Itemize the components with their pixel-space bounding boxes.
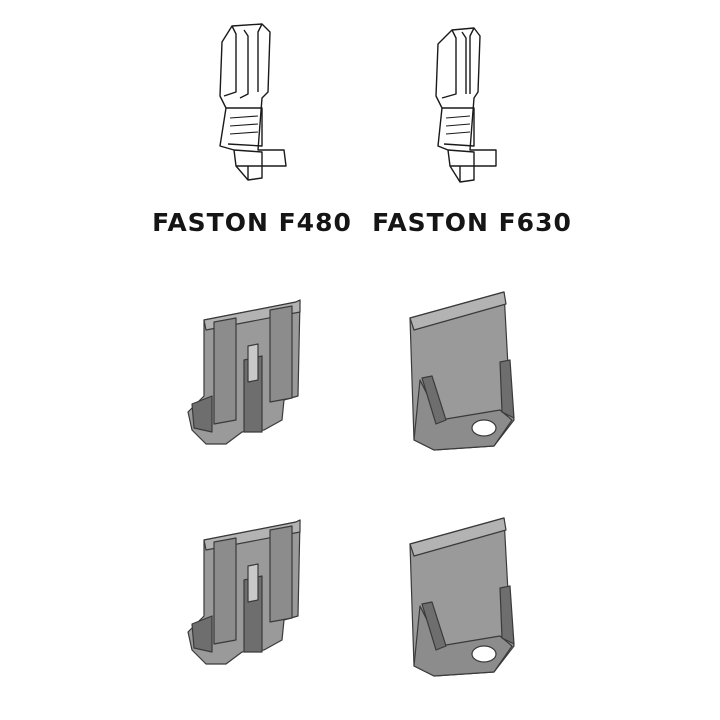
label-faston-f630: FASTON F630	[372, 208, 572, 237]
label-faston-f480: FASTON F480	[152, 208, 352, 237]
housing-f480-bottom	[187, 519, 301, 665]
housing-f630-top	[409, 291, 515, 451]
housing-f480-top	[187, 299, 301, 445]
housing-f630-bottom	[409, 517, 515, 677]
terminal-f630-drawing	[435, 27, 497, 183]
terminal-f480-drawing	[219, 23, 287, 181]
